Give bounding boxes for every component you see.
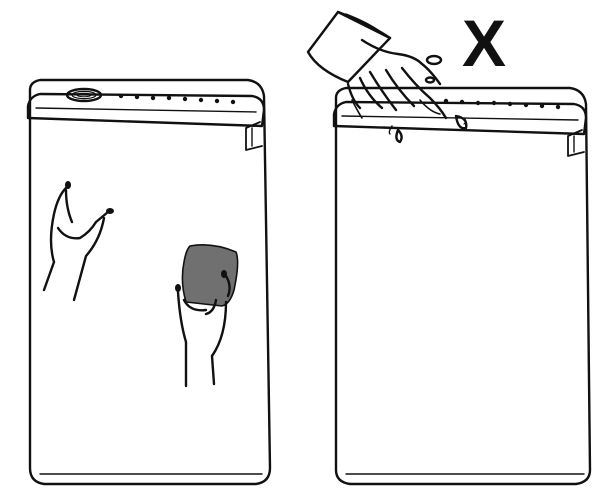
- purifier-body-right: [336, 88, 590, 484]
- cup-icon: [308, 12, 390, 82]
- cloth-icon: [182, 245, 237, 306]
- pour-water-panel: X: [308, 6, 590, 484]
- top-panel-slot-left: [36, 108, 256, 112]
- hand-icon: [44, 181, 114, 300]
- prohibited-mark: X: [462, 6, 506, 80]
- wipe-with-cloth-panel: [28, 80, 270, 484]
